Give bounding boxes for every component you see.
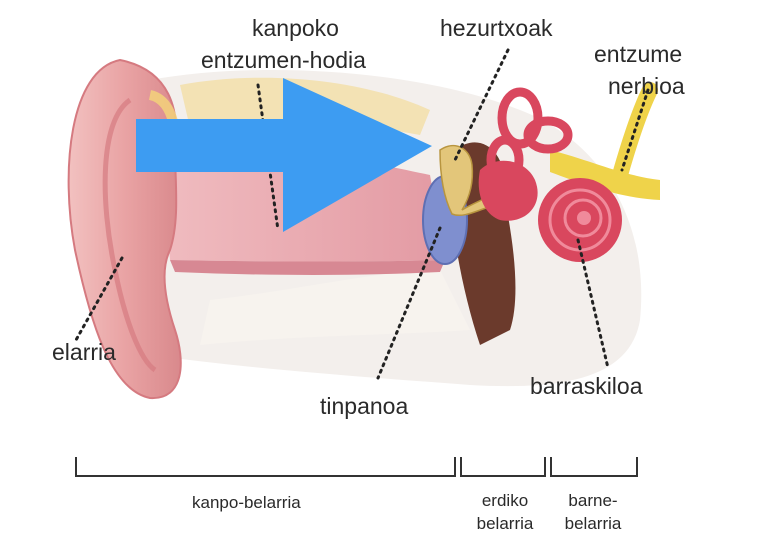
vestibule — [478, 160, 538, 221]
label-kanpoko: kanpoko — [252, 15, 339, 41]
label-hezurtxoak: hezurtxoak — [440, 15, 553, 41]
tissue-bottom — [200, 270, 470, 345]
label-entzumen-nerbioa-1: entzume — [594, 41, 683, 67]
leader-tinpanoa — [376, 226, 442, 380]
leader-hezurtxoak — [453, 48, 510, 162]
section-erdiko-2: belarria — [476, 514, 534, 533]
bracket-erdiko — [460, 457, 546, 477]
section-barne-1: barne- — [568, 491, 618, 510]
label-barraskiloa: barraskiloa — [530, 373, 643, 399]
bracket-kanpo — [75, 457, 456, 477]
image-crop-edge — [696, 30, 772, 110]
section-brackets — [75, 457, 638, 477]
cochlea — [538, 178, 622, 262]
bracket-barne — [550, 457, 638, 477]
leader-barraskiloa — [576, 238, 610, 370]
label-belarria: elarria — [52, 339, 116, 365]
section-erdiko-1: erdiko — [481, 491, 529, 510]
leader-belarria — [74, 256, 124, 342]
ear-canal-floor — [170, 260, 445, 275]
auricle-inner — [102, 97, 157, 373]
section-barne-2: belarria — [564, 514, 622, 533]
label-tinpanoa: tinpanoa — [320, 393, 409, 419]
ossicles — [439, 144, 492, 217]
auditory-nerve — [550, 150, 660, 200]
label-entzumen-hodia: entzumen-hodia — [201, 47, 366, 73]
section-kanpo-belarria: kanpo-belarria — [192, 493, 301, 512]
right-arrow-icon — [136, 78, 432, 232]
label-entzumen-nerbioa-2: nerbioa — [608, 73, 685, 99]
leader-nerbioa — [620, 88, 650, 172]
